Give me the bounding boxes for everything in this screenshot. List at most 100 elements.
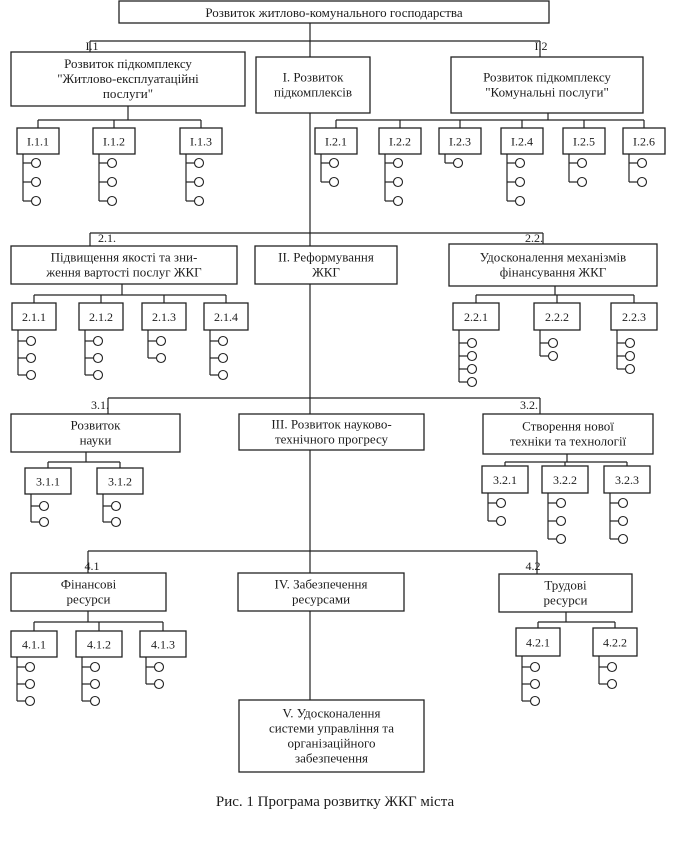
item-2.2.2-leaf-circle (547, 350, 559, 362)
group-4.2-box-text: Трудові (544, 578, 587, 593)
group-2.1-box-text: ження вартості послуг ЖКГ (45, 265, 202, 280)
item-I.2.5-number: I.2.5 (573, 135, 595, 149)
item-2.1.3-leaf-circle (155, 352, 167, 364)
item-I.1.1-leaf-circle (30, 195, 42, 207)
section-IV-box-text: IV. Забезпечення (275, 577, 368, 592)
group-3.1-number: 3.1. (91, 398, 109, 412)
item-I.2.6-box (622, 127, 666, 155)
group-2.1-number: 2.1. (98, 231, 116, 245)
item-4.1.1-leaf-circle (24, 678, 36, 690)
item-2.1.4-leaf-circle (217, 352, 229, 364)
item-3.2.3-box (603, 465, 651, 494)
item-3.2.2-leaf-circle (555, 515, 567, 527)
item-I.1.2-box (92, 127, 136, 155)
item-3.2.2-leaf-circle (555, 497, 567, 509)
item-2.2.1-leaf-circle (466, 350, 478, 362)
group-4.1-box (10, 572, 167, 612)
item-2.2.3-leaf-circle (624, 363, 636, 375)
section-II-box-text: ЖКГ (312, 265, 340, 280)
section-III-box-text: III. Розвиток науково- (271, 417, 391, 432)
section-V-box (238, 699, 425, 773)
item-2.1.2-leaf-circle (92, 369, 104, 381)
item-I.1.1-box (16, 127, 60, 155)
group-4.1-box-text: Фінансові (61, 577, 117, 592)
group-I.2-box-text: Розвиток підкомплексу (483, 70, 611, 85)
group-4.2-number: 4.2 (526, 559, 541, 573)
item-2.2.3-leaf-circle (624, 350, 636, 362)
item-2.1.1-box (11, 302, 57, 331)
group-I.1-box-text: "Житлово-експлуатаційні (57, 71, 199, 86)
group-I.1-number: I.1 (86, 39, 99, 53)
item-2.1.2-leaf-circle (92, 352, 104, 364)
item-I.1.3-number: I.1.3 (190, 135, 212, 149)
item-3.1.2-leaf-circle (110, 516, 122, 528)
item-I.2.5-box (562, 127, 606, 155)
item-4.1.2-number: 4.1.2 (87, 638, 111, 652)
item-2.1.4-box (203, 302, 249, 331)
group-3.2-box-text: Створення нової (522, 419, 614, 434)
group-4.2-box-text: ресурси (544, 593, 588, 608)
item-I.2.4-box (500, 127, 544, 155)
item-4.1.3-leaf-circle (153, 661, 165, 673)
item-3.2.3-leaf-circle (617, 515, 629, 527)
item-I.1.2-leaf-circle (106, 157, 118, 169)
item-I.1.2-leaf-circle (106, 195, 118, 207)
section-IV-box (237, 572, 405, 612)
item-I.1.3-leaf-circle (193, 157, 205, 169)
item-I.2.1-box (314, 127, 358, 155)
item-4.1.1-leaf-circle (24, 661, 36, 673)
item-3.2.2-leaf-circle (555, 533, 567, 545)
item-3.2.1-leaf-circle (495, 497, 507, 509)
item-4.1.2-box (75, 630, 123, 658)
figure-caption: Рис. 1 Програма розвитку ЖКГ міста (216, 794, 455, 810)
item-3.2.3-number: 3.2.3 (615, 473, 639, 487)
group-3.1-box (10, 413, 181, 453)
item-I.2.1-leaf-circle (328, 157, 340, 169)
item-I.2.4-leaf-circle (514, 157, 526, 169)
item-3.1.1-leaf-circle (38, 500, 50, 512)
item-2.2.1-number: 2.2.1 (464, 310, 488, 324)
item-2.2.2-box (533, 302, 581, 331)
section-II-box (254, 245, 398, 285)
group-4.1-box-text: ресурси (67, 592, 111, 607)
item-2.1.2-box (78, 302, 124, 331)
section-I-box-text: підкомплексів (274, 85, 352, 100)
item-I.2.6-leaf-circle (636, 176, 648, 188)
item-2.1.1-number: 2.1.1 (22, 310, 46, 324)
item-I.2.2-box (378, 127, 422, 155)
item-I.2.1-number: I.2.1 (325, 135, 347, 149)
item-I.2.3-number: I.2.3 (449, 135, 471, 149)
group-3.2-number: 3.2. (520, 398, 538, 412)
section-V-box-text: V. Удосконалення (283, 706, 381, 721)
item-4.1.3-leaf-circle (153, 678, 165, 690)
item-I.1.1-leaf-circle (30, 176, 42, 188)
item-2.2.3-leaf-circle (624, 337, 636, 349)
item-3.2.1-number: 3.2.1 (493, 473, 517, 487)
item-I.2.4-leaf-circle (514, 195, 526, 207)
item-2.2.1-leaf-circle (466, 376, 478, 388)
item-4.1.2-leaf-circle (89, 695, 101, 707)
group-2.1-box (10, 245, 238, 285)
item-2.2.1-leaf-circle (466, 337, 478, 349)
section-V-box-text: забезпечення (295, 751, 368, 766)
item-I.1.3-leaf-circle (193, 195, 205, 207)
group-4.2-box (498, 573, 633, 613)
group-2.2-box-text: Удосконалення механізмів (480, 250, 626, 265)
item-3.2.1-box (481, 465, 529, 494)
item-I.2.3-box (438, 127, 482, 155)
item-I.1.3-box (179, 127, 223, 155)
item-4.1.2-leaf-circle (89, 661, 101, 673)
group-4.1-number: 4.1 (85, 559, 100, 573)
section-II-box-text: II. Реформування (278, 250, 374, 265)
item-I.1.1-number: I.1.1 (27, 135, 49, 149)
item-I.1.3-leaf-circle (193, 176, 205, 188)
item-I.2.2-leaf-circle (392, 195, 404, 207)
item-I.2.4-number: I.2.4 (511, 135, 533, 149)
section-III-box (238, 413, 425, 451)
item-I.1.2-leaf-circle (106, 176, 118, 188)
item-2.1.4-number: 2.1.4 (214, 310, 238, 324)
section-I-box-text: I. Розвиток (283, 70, 344, 85)
item-2.1.2-leaf-circle (92, 335, 104, 347)
group-2.2-box-text: фінансування ЖКГ (500, 265, 607, 280)
